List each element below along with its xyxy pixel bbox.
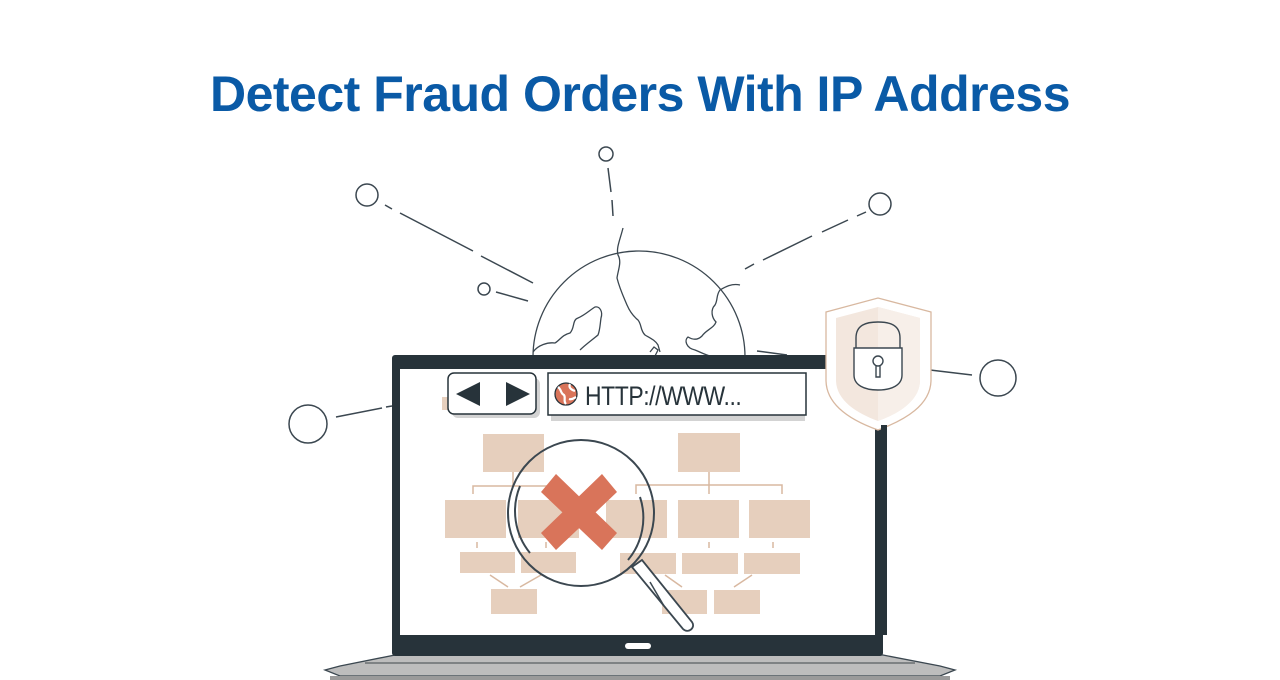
- address-bar-url: HTTP://WWW...: [585, 381, 742, 411]
- node-circle: [868, 192, 892, 216]
- node-circle: [477, 282, 491, 296]
- page-title: Detect Fraud Orders With IP Address: [209, 66, 1071, 122]
- back-button[interactable]: [456, 382, 480, 406]
- node-circle: [979, 359, 1017, 397]
- forward-button[interactable]: [506, 382, 530, 406]
- address-bar[interactable]: [547, 372, 807, 416]
- globe-icon: [532, 227, 746, 358]
- x-mark-icon: [541, 474, 617, 550]
- node-circle: [355, 183, 379, 207]
- globe-icon: [554, 382, 578, 406]
- node-circle: [598, 146, 614, 162]
- laptop-base: [322, 654, 958, 680]
- network-connectors: [288, 146, 1017, 444]
- node-circle: [288, 404, 328, 444]
- magnifying-glass-icon: [507, 439, 694, 632]
- laptop-camera-pill: [625, 643, 651, 649]
- shield-lock-icon: [825, 297, 932, 431]
